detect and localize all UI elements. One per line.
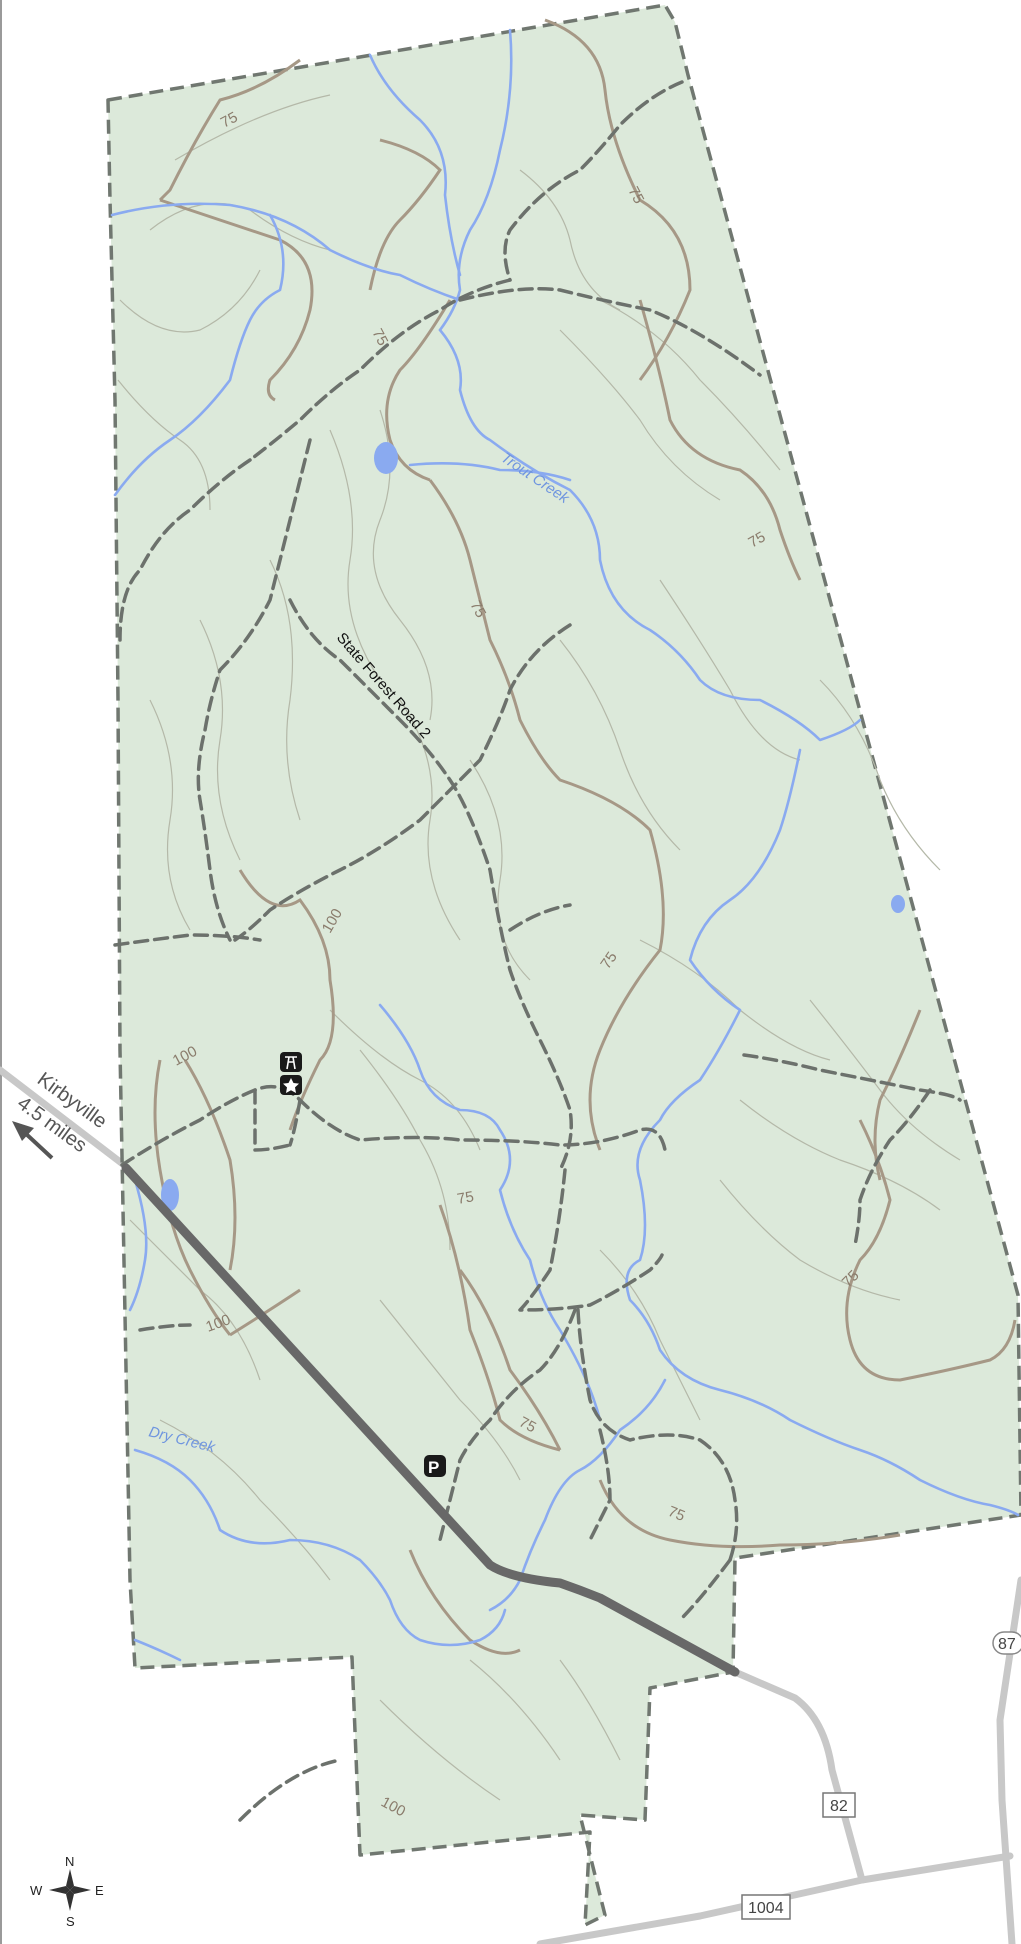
contour-label: 75: [218, 109, 241, 132]
compass-rose: N S E W: [30, 1854, 104, 1929]
contour-lines: [117, 94, 961, 1801]
road-82: [731, 1668, 866, 1884]
contour-label: 75: [456, 1188, 475, 1208]
route-1004-label: 1004: [748, 1900, 784, 1917]
svg-text:P: P: [428, 1458, 439, 1477]
compass-east: E: [95, 1883, 104, 1898]
route-82-shield: 82: [822, 1792, 856, 1818]
trails: [113, 80, 962, 1822]
pond-north: [374, 442, 398, 474]
contour-label: 75: [597, 949, 620, 972]
compass-north: N: [65, 1854, 74, 1869]
fire-tower-icon[interactable]: [280, 1052, 302, 1072]
main-road: [121, 1163, 740, 1677]
parking-icon[interactable]: P: [424, 1455, 446, 1477]
contour-label: 75: [624, 184, 647, 207]
road-87: [996, 1576, 1021, 1944]
forest-boundary: [106, 3, 1021, 1927]
route-82-label: 82: [830, 1798, 848, 1815]
star-icon[interactable]: [280, 1075, 302, 1095]
contour-label: 75: [516, 1414, 539, 1437]
ponds: [161, 442, 905, 1211]
route-87-label: 87: [998, 1636, 1016, 1653]
contour-label: 75: [746, 528, 769, 551]
route-87-shield: 87: [992, 1631, 1021, 1655]
route-1004-shield: 1004: [741, 1894, 791, 1920]
direction-arrow-icon: [12, 1121, 54, 1160]
contour-label: 75: [666, 1503, 688, 1525]
road-to-kirbyville: [0, 1066, 132, 1172]
compass-south: S: [66, 1914, 75, 1929]
contour-label: 75: [466, 598, 489, 621]
pond-west: [161, 1179, 179, 1211]
streams: [110, 28, 1020, 1662]
contour-label: 75: [368, 326, 391, 349]
compass-west: W: [30, 1883, 43, 1898]
pond-east: [891, 895, 905, 913]
